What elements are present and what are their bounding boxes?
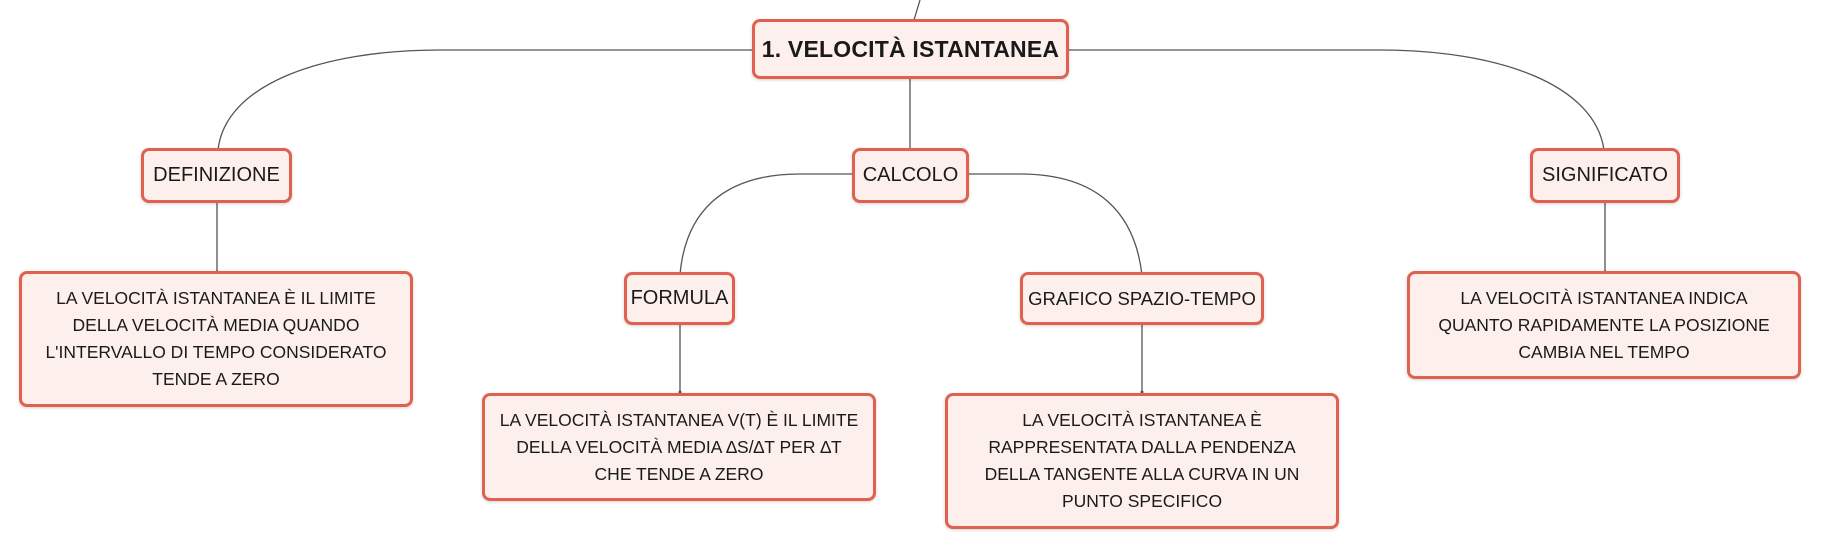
topic-label-calcolo: CALCOLO	[862, 164, 959, 186]
leaf-text-significato: LA VELOCITÀ ISTANTANEA INDICA QUANTO RAP…	[1438, 287, 1770, 362]
root-node[interactable]: 1. VELOCITÀ ISTANTANEA	[752, 19, 1069, 79]
leaf-node-grafico[interactable]: LA VELOCITÀ ISTANTANEA È RAPPRESENTATA D…	[945, 393, 1339, 529]
connector-calcolo-to-formula	[679, 173, 853, 276]
subtopic-node-grafico[interactable]: GRAFICO SPAZIO-TEMPO	[1020, 272, 1264, 325]
subtopic-label-formula: FORMULA	[630, 287, 729, 309]
leaf-text-grafico: LA VELOCITÀ ISTANTANEA È RAPPRESENTATA D…	[984, 410, 1300, 511]
topic-label-definizione: DEFINIZIONE	[153, 164, 280, 186]
connector-parent-to-root	[913, 0, 921, 21]
leaf-node-significato[interactable]: LA VELOCITÀ ISTANTANEA INDICA QUANTO RAP…	[1407, 271, 1801, 379]
leaf-node-formula[interactable]: LA VELOCITÀ ISTANTANEA V(T) È IL LIMITE …	[482, 393, 876, 501]
topic-node-significato[interactable]: SIGNIFICATO	[1530, 148, 1680, 203]
subtopic-label-grafico: GRAFICO SPAZIO-TEMPO	[1028, 287, 1256, 309]
leaf-node-definizione[interactable]: LA VELOCITÀ ISTANTANEA È IL LIMITE DELLA…	[19, 271, 413, 407]
leaf-text-definizione: LA VELOCITÀ ISTANTANEA È IL LIMITE DELLA…	[45, 288, 387, 389]
connector-root-to-significato	[1068, 49, 1605, 151]
connector-calcolo-to-grafico	[968, 173, 1143, 276]
root-node-label: 1. VELOCITÀ ISTANTANEA	[761, 35, 1060, 62]
topic-node-calcolo[interactable]: CALCOLO	[852, 148, 969, 203]
topic-node-definizione[interactable]: DEFINIZIONE	[141, 148, 292, 203]
leaf-text-formula: LA VELOCITÀ ISTANTANEA V(T) È IL LIMITE …	[499, 409, 859, 484]
connector-root-to-definizione	[217, 49, 752, 151]
topic-label-significato: SIGNIFICATO	[1542, 164, 1668, 186]
subtopic-node-formula[interactable]: FORMULA	[624, 272, 735, 325]
